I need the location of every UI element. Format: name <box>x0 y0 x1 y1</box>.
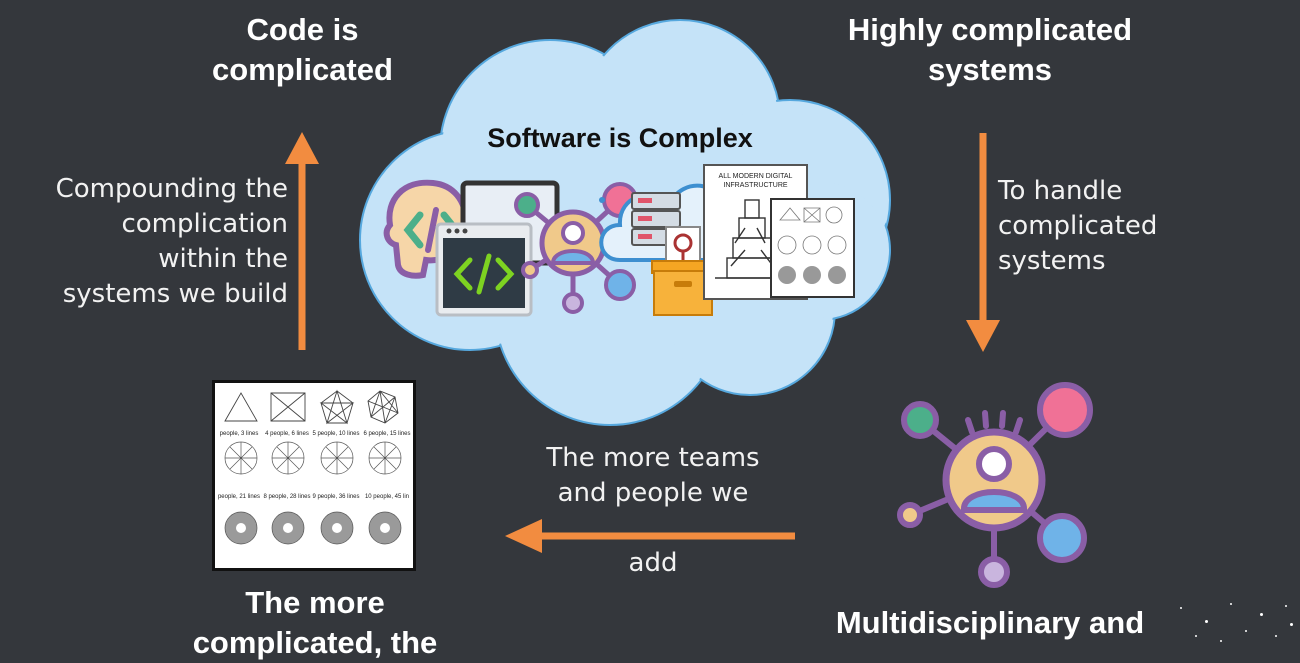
title-line: complicated, the <box>192 625 438 660</box>
team-network-icon <box>897 382 1093 588</box>
arrow-down <box>966 133 1000 352</box>
title-line: The more <box>245 585 385 620</box>
network-label: 10 people, 45 lin <box>364 494 410 500</box>
title-line: Multidisciplinary and <box>835 605 1145 640</box>
network-grid-panel: people, 3 lines 4 people, 6 lines 5 peop… <box>212 380 416 571</box>
title-code-is-complicated: Code is complicated <box>170 10 435 90</box>
caption-line: within the <box>158 244 288 274</box>
network-label: people, 21 lines <box>217 494 261 500</box>
network-label: 8 people, 28 lines <box>263 494 311 500</box>
network-label: 5 people, 10 lines <box>312 431 360 437</box>
caption-to-handle: To handle complicated systems <box>998 174 1258 279</box>
terminal-icon <box>435 222 533 317</box>
title-line: Code is <box>246 12 359 47</box>
caption-line: The more teams <box>546 443 760 473</box>
caption-line: complication <box>121 209 288 239</box>
caption-line: Compounding the <box>55 174 288 204</box>
caption-add: add <box>628 548 678 578</box>
title-multidisciplinary: Multidisciplinary and <box>820 603 1160 643</box>
network-5-nodes <box>319 389 355 425</box>
network-label: people, 3 lines <box>219 431 259 437</box>
title-line: complicated <box>212 52 393 87</box>
title-line: Highly complicated <box>847 12 1133 47</box>
stardust-decoration <box>1150 595 1300 650</box>
caption-more-teams: The more teams and people we <box>500 441 806 511</box>
infra-comic-title: ALL MODERN DIGITAL INFRASTRUCTURE <box>718 173 793 189</box>
network-6-nodes <box>367 390 399 424</box>
cloud-title: Software is Complex <box>487 123 753 153</box>
title-the-more-complicated: The more complicated, the <box>170 583 460 663</box>
network-label: 9 people, 36 lines <box>312 494 360 500</box>
network-label: 6 people, 15 lines <box>363 431 411 437</box>
network-label: 4 people, 6 lines <box>265 431 309 437</box>
caption-line: systems we build <box>62 279 288 309</box>
person-network-icon <box>514 182 638 314</box>
caption-line: and people we <box>557 478 749 508</box>
network-3-nodes <box>224 392 258 422</box>
title-highly-complicated-systems: Highly complicated systems <box>830 10 1150 90</box>
caption-compounding: Compounding the complication within the … <box>10 172 288 312</box>
network-4-nodes <box>270 392 306 422</box>
arrow-left <box>505 519 795 553</box>
arrow-up <box>285 132 319 350</box>
caption-line: complicated <box>998 211 1158 241</box>
network-sheet-icon <box>770 198 855 298</box>
caption-line: systems <box>998 246 1106 276</box>
caption-line: To handle <box>998 176 1123 206</box>
title-line: systems <box>927 52 1053 87</box>
